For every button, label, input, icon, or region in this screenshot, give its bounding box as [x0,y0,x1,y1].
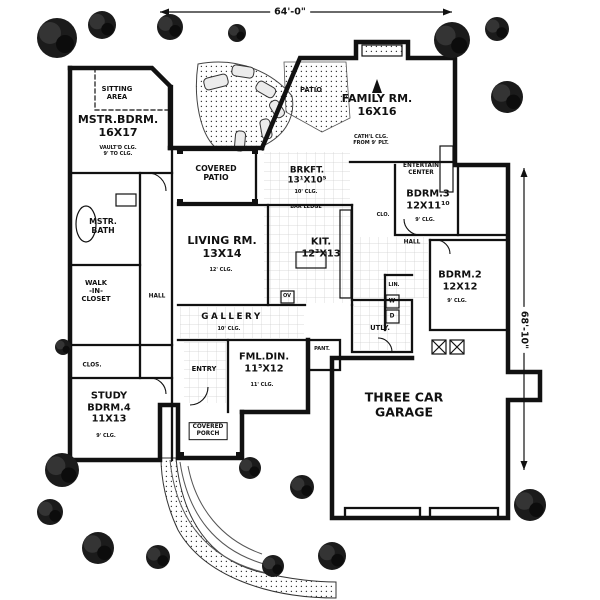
tree-icon [55,339,71,355]
door-arcs [147,172,451,406]
label-bedroom-2: BDRM.2 12X12 [438,269,482,292]
label-patio: PATIO [299,85,323,94]
label-formal-dining-note: 11' CLG. [250,382,274,389]
dimension-right-label: 68'-10" [518,306,530,354]
driveway [160,457,337,599]
north-arrow-icon [372,79,382,93]
label-bedroom-3: BDRM.3 12X11¹⁰ [406,188,450,211]
utility-fixture-2 [449,339,465,355]
label-study-note: 9' CLG. [96,433,116,440]
label-bar-ledge: BAR LEDGE [290,204,322,211]
label-closet-left: CLOS. [82,362,102,369]
label-linen: LIN. [388,282,400,289]
walls-interior [68,67,510,520]
patio-texture [283,61,351,133]
landscaping [37,11,546,577]
label-covered-patio: COVERED PATIO [195,163,237,182]
label-hall-left: HALL [148,293,166,300]
fixtures [75,44,465,355]
utility-fixture [431,339,447,355]
tree-icon [290,475,314,499]
label-living-room-note: 12' CLG. [209,267,233,274]
label-living-room: LIVING RM. 13X14 [187,234,257,260]
label-hall-right: HALL [403,239,421,246]
tree-icon [146,545,170,569]
label-breakfast-note: 10' CLG. [294,189,318,196]
label-utility: UTLY. [370,323,390,332]
tile-floors [180,152,428,403]
label-family-room-note: CATH'L CLG. FROM 9' PLT. [353,134,389,146]
label-study: STUDY BDRM.4 11X13 [87,390,131,425]
tree-icon [228,24,246,42]
tub-fixture [75,205,97,243]
label-gallery-note: 10' CLG. [217,326,241,333]
tree-icon [318,542,346,570]
tree-icon [45,453,79,487]
label-oven: OV [283,293,291,300]
label-formal-dining: FML.DIN. 11⁵X12 [238,351,290,374]
entertain-unit [439,145,454,193]
label-covered-porch: COVERED PORCH [188,422,228,440]
oven-box [280,290,295,304]
label-entry: ENTRY [191,364,217,373]
label-breakfast: BRKFT. 13¹X10⁵ [287,165,327,186]
label-kitchen: KIT. 12³X13 [301,236,341,259]
label-master-bedroom: MSTR.BDRM. 16X17 [77,113,159,139]
label-sitting-area: SITTING AREA [101,84,133,101]
tree-icon [239,457,261,479]
dimension-top-label: 64'-0" [270,6,310,18]
label-walk-in-closet: WALK -IN- CLOSET [81,278,111,304]
label-bedroom-2-note: 9' CLG. [447,298,467,305]
label-bedroom-3-note: 9' CLG. [415,217,435,224]
tree-icon [262,555,284,577]
tree-icon [82,532,114,564]
washer-box [385,294,400,309]
kitchen-counter [339,209,352,299]
label-dryer: D [389,313,395,320]
tree-icon [37,499,63,525]
label-master-bath: MSTR. BATH [89,216,117,235]
label-entertain-center: ENTERTAIN CENTER [403,163,439,176]
dryer-box [385,309,400,324]
walls-exterior [67,39,543,521]
label-washer: W [388,298,396,305]
kitchen-island [295,251,327,269]
label-gallery: GALLERY [201,311,263,322]
vanity-fixture [115,193,137,207]
tree-icon [157,13,183,40]
label-pantry: PANT. [314,346,330,353]
label-garage: THREE CAR GARAGE [364,389,444,419]
tree-icon [88,11,116,39]
fireplace [361,44,403,57]
tree-icon [37,18,77,58]
tree-icon [434,22,470,58]
tree-icon [485,17,509,41]
label-closet-right: CLO. [376,212,390,219]
posts [177,148,258,458]
tree-icon [514,489,546,521]
label-family-room: FAMILY RM. 16X16 [341,92,413,118]
tree-icon [491,81,523,113]
label-master-bedroom-note: VAULT'D CLG. 9' TO CLG. [99,145,137,157]
